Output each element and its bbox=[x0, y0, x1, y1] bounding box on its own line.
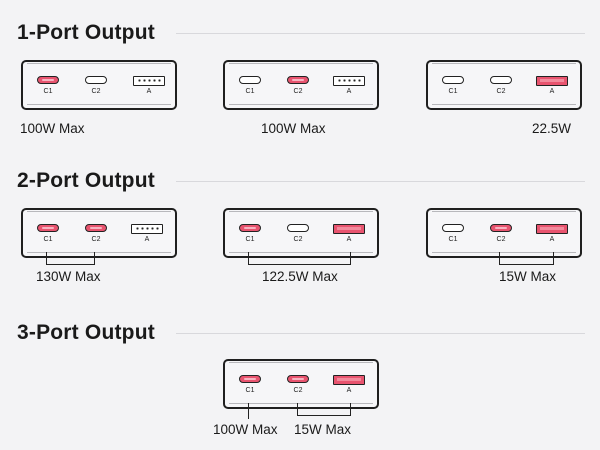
port-label-c1: C1 bbox=[448, 88, 458, 95]
usb-c-port-c1 bbox=[239, 224, 261, 232]
section-title-1-port: 1-Port Output bbox=[17, 21, 155, 44]
usb-c-port-c1 bbox=[239, 76, 261, 84]
usb-c-port-c1 bbox=[442, 76, 464, 84]
usb-a-port bbox=[333, 224, 365, 234]
usb-c-port-c2 bbox=[287, 76, 309, 84]
usb-a-port bbox=[131, 224, 163, 234]
port-group-bracket bbox=[499, 252, 554, 265]
usb-c-port-c2 bbox=[490, 76, 512, 84]
section-title-2-port: 2-Port Output bbox=[17, 169, 155, 192]
port-label-c2: C2 bbox=[293, 88, 303, 95]
power-bank-diagram: C1 C2 A bbox=[21, 60, 177, 110]
power-bank-diagram: C1 C2 A bbox=[223, 359, 379, 409]
port-label-c1: C1 bbox=[43, 88, 53, 95]
power-bank-diagram: C1 C2 A bbox=[21, 208, 177, 258]
usb-c-port-c1 bbox=[37, 224, 59, 232]
port-label-c1: C1 bbox=[43, 236, 53, 243]
usb-a-port bbox=[333, 375, 365, 385]
port-label-c2: C2 bbox=[91, 236, 101, 243]
port-connector-line bbox=[248, 403, 249, 419]
usb-c-port-c1 bbox=[442, 224, 464, 232]
port-label-c2: C2 bbox=[293, 236, 303, 243]
output-caption: 130W Max bbox=[36, 269, 101, 284]
section-divider bbox=[176, 333, 585, 334]
usb-a-port bbox=[133, 76, 165, 86]
power-bank-diagram: C1 C2 A bbox=[223, 60, 379, 110]
port-group-bracket bbox=[297, 403, 351, 416]
usb-c-port-c2 bbox=[85, 224, 107, 232]
port-label-c2: C2 bbox=[496, 88, 506, 95]
port-label-a: A bbox=[549, 88, 555, 95]
output-caption: 122.5W Max bbox=[262, 269, 338, 284]
section-divider bbox=[176, 33, 585, 34]
usb-c-port-c1 bbox=[239, 375, 261, 383]
usb-c-port-c2 bbox=[490, 224, 512, 232]
usb-c-port-c2 bbox=[287, 375, 309, 383]
port-label-c2: C2 bbox=[91, 88, 101, 95]
port-label-a: A bbox=[346, 387, 352, 394]
usb-c-port-c2 bbox=[287, 224, 309, 232]
usb-a-port bbox=[536, 76, 568, 86]
port-label-a: A bbox=[144, 236, 150, 243]
power-bank-diagram: C1 C2 A bbox=[223, 208, 379, 258]
output-caption: 100W Max bbox=[261, 121, 326, 136]
port-label-c2: C2 bbox=[293, 387, 303, 394]
output-caption: 22.5W bbox=[532, 121, 572, 136]
port-group-bracket bbox=[46, 252, 95, 265]
port-label-a: A bbox=[346, 236, 352, 243]
section-title-3-port: 3-Port Output bbox=[17, 321, 155, 344]
usb-c-port-c2 bbox=[85, 76, 107, 84]
usb-c-port-c1 bbox=[37, 76, 59, 84]
power-bank-diagram: C1 C2 A bbox=[426, 208, 582, 258]
power-bank-diagram: C1 C2 A bbox=[426, 60, 582, 110]
port-label-c2: C2 bbox=[496, 236, 506, 243]
output-caption: 100W Max bbox=[20, 121, 85, 136]
port-label-c1: C1 bbox=[245, 387, 255, 394]
port-label-a: A bbox=[549, 236, 555, 243]
port-label-c1: C1 bbox=[245, 88, 255, 95]
usb-a-port bbox=[536, 224, 568, 234]
port-label-c1: C1 bbox=[448, 236, 458, 243]
usb-a-port bbox=[333, 76, 365, 86]
port-label-a: A bbox=[146, 88, 152, 95]
output-caption: 100W Max bbox=[213, 422, 278, 437]
port-group-bracket bbox=[248, 252, 351, 265]
output-caption: 15W Max bbox=[499, 269, 557, 284]
port-label-c1: C1 bbox=[245, 236, 255, 243]
output-caption: 15W Max bbox=[294, 422, 352, 437]
section-divider bbox=[176, 181, 585, 182]
port-label-a: A bbox=[346, 88, 352, 95]
